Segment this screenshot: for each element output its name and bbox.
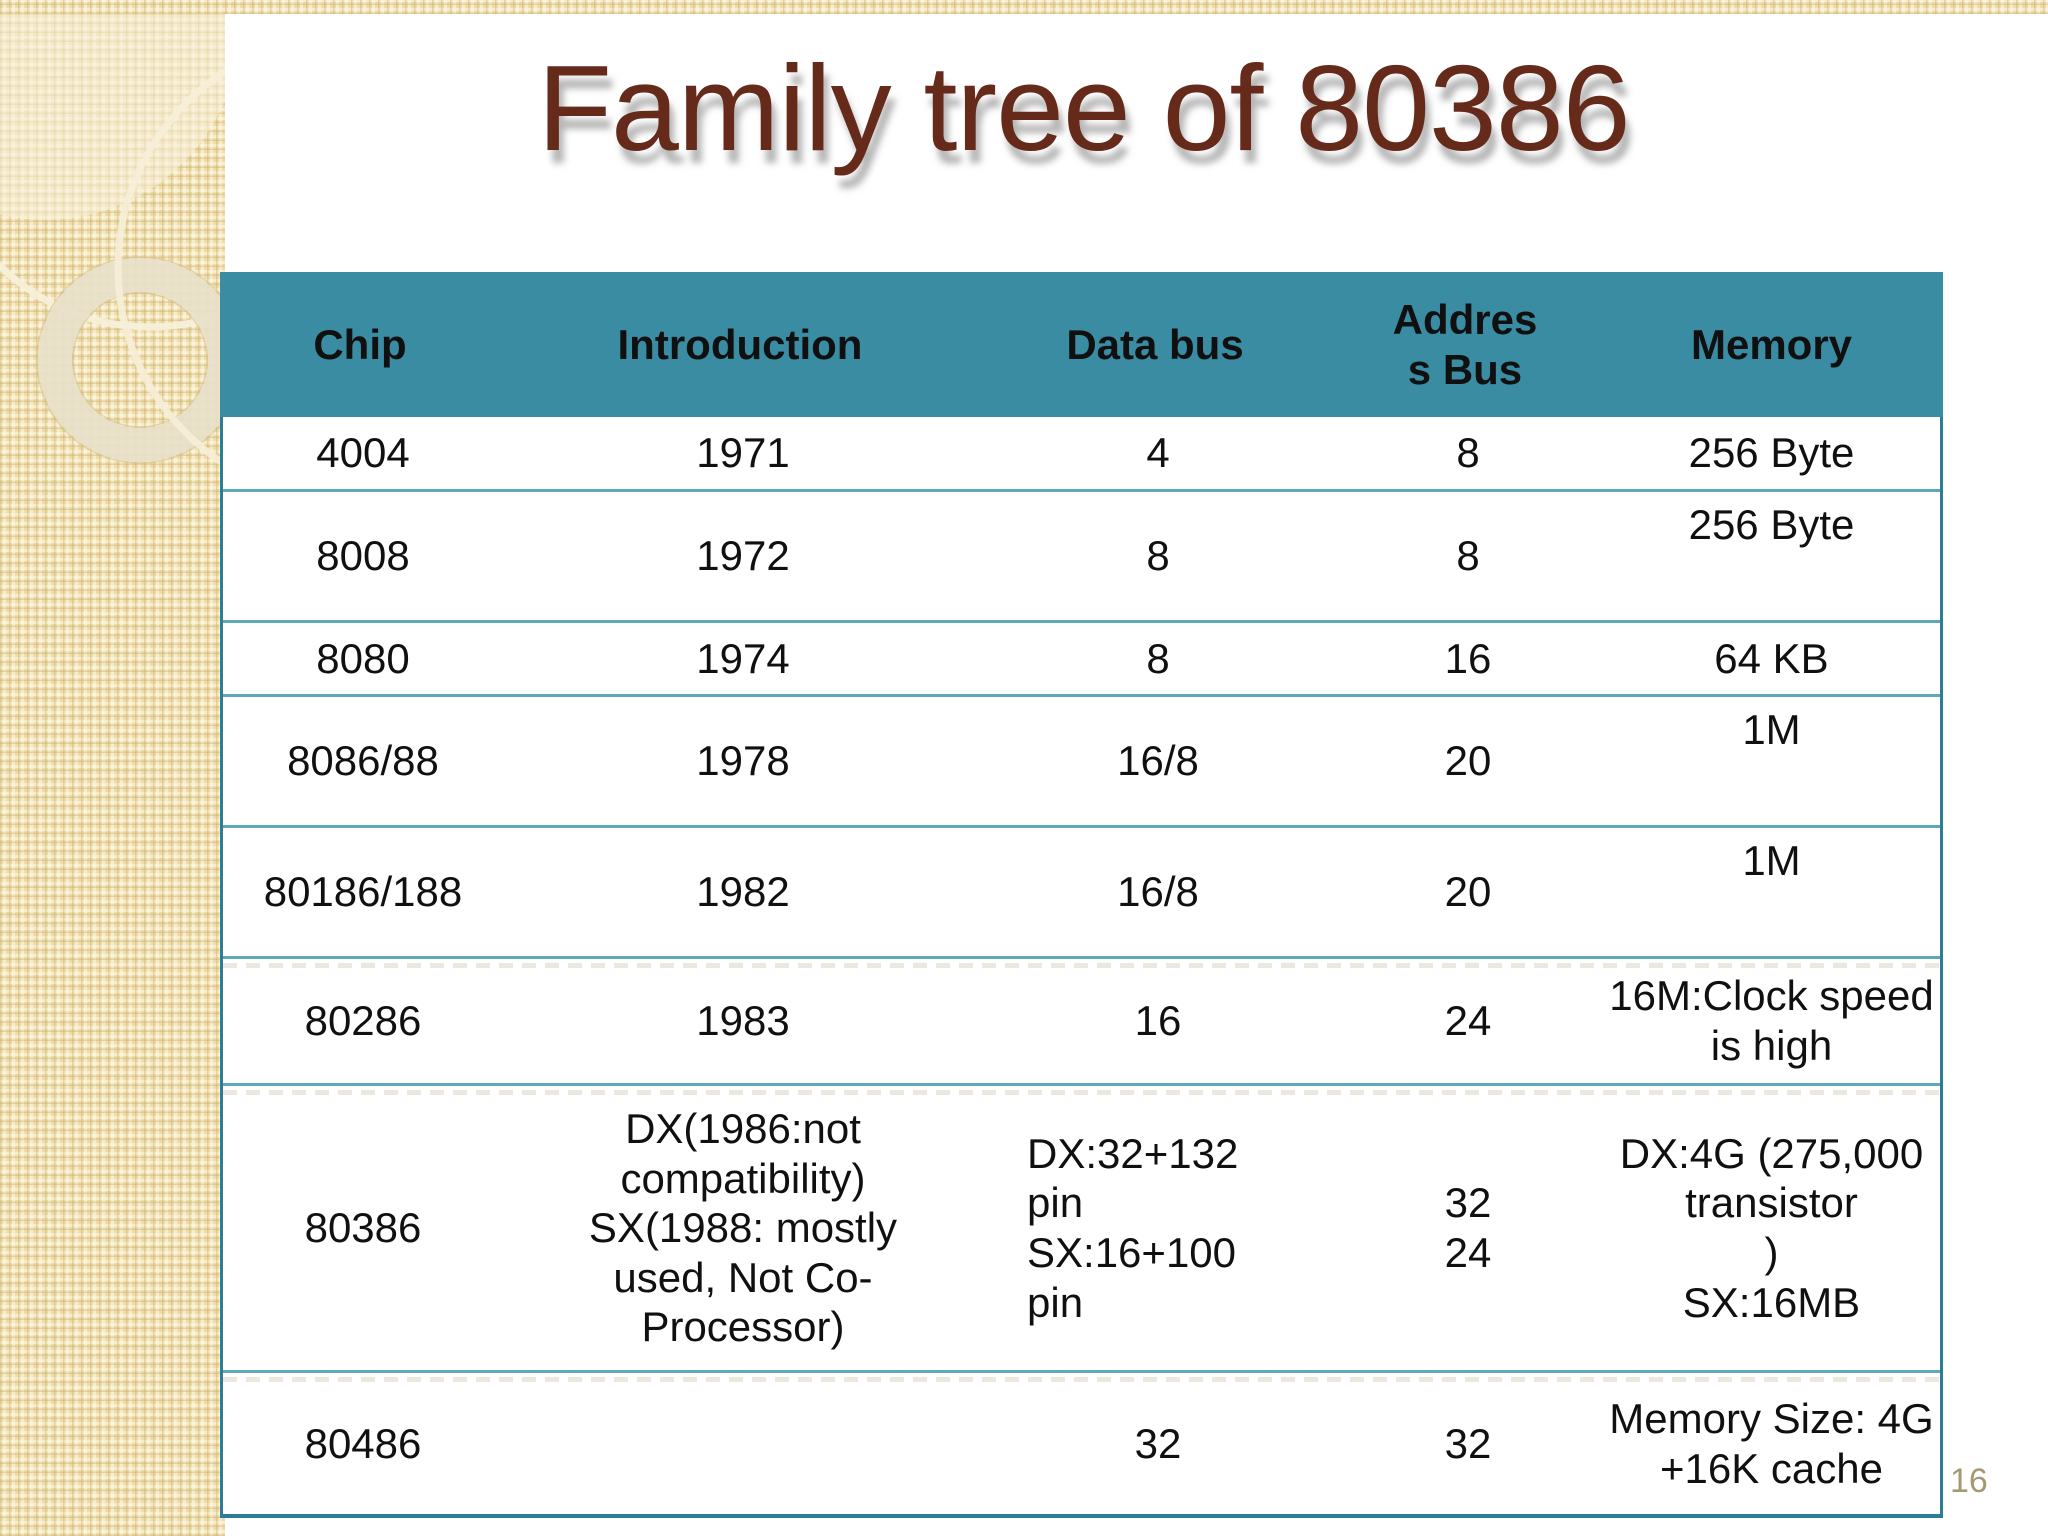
- table-row-8080: 8080 1974 8 16 64 KB: [223, 620, 1940, 694]
- table-row-80486: 80486 32 32 Memory Size: 4G +16K cache: [223, 1370, 1940, 1514]
- column-header-memory: Memory: [1690, 320, 1853, 368]
- page-number: 16: [1950, 1462, 1988, 1500]
- cell-introduction: [503, 1373, 983, 1514]
- cell-address-bus: 20: [1444, 868, 1492, 916]
- column-header-chip: Chip: [313, 320, 407, 368]
- cell-chip: 8080: [316, 634, 410, 682]
- cell-data-bus: 8: [1146, 532, 1170, 580]
- cell-address-bus: 8: [1456, 429, 1480, 477]
- table-body: 4004 1971 4 8 256 Byte 8008 1972 8 8 256…: [220, 417, 1943, 1518]
- column-header-introduction: Introduction: [617, 320, 863, 368]
- column-header-address-bus: Addres s Bus: [1392, 295, 1538, 393]
- table-row-8086-88: 8086/88 1978 16/8 20 1M: [223, 694, 1940, 825]
- top-border-strip: [0, 0, 2048, 14]
- table-row-4004: 4004 1971 4 8 256 Byte: [223, 417, 1940, 489]
- table-row-80286: 80286 1983 16 24 16M:Clock speed is high: [223, 956, 1940, 1083]
- cell-memory: Memory Size: 4G +16K cache: [1609, 1394, 1934, 1492]
- cell-address-bus: 16: [1444, 634, 1492, 682]
- cell-address-bus: 24: [1444, 997, 1492, 1045]
- cell-introduction: 1972: [696, 532, 790, 580]
- cell-data-bus: 16/8: [1117, 868, 1199, 916]
- cell-data-bus: 16: [1134, 997, 1182, 1045]
- cell-memory: 1M: [1742, 837, 1801, 884]
- cell-introduction: 1978: [696, 737, 790, 785]
- table-header-row: Chip Introduction Data bus Addres s Bus …: [220, 272, 1943, 417]
- cell-memory: 256 Byte: [1688, 501, 1855, 548]
- cell-chip: 4004: [316, 429, 410, 477]
- chip-family-table: Chip Introduction Data bus Addres s Bus …: [220, 272, 1943, 1518]
- cell-memory: 256 Byte: [1688, 429, 1855, 477]
- cell-data-bus: 32: [1134, 1419, 1182, 1467]
- circles-decoration: [0, 0, 225, 469]
- cell-data-bus: 8: [1146, 634, 1170, 682]
- table-row-8008: 8008 1972 8 8 256 Byte: [223, 489, 1940, 620]
- slide-title: Family tree of 80386: [537, 40, 1630, 176]
- cell-chip: 80386: [304, 1204, 422, 1252]
- cell-introduction: 1982: [696, 868, 790, 916]
- cell-introduction: DX(1986:not compatibility) SX(1988: most…: [588, 1105, 898, 1351]
- cell-data-bus: 4: [1146, 429, 1170, 477]
- cell-introduction: 1971: [696, 429, 790, 477]
- sidebar-decoration: [0, 0, 225, 1536]
- cell-chip: 80486: [304, 1419, 422, 1467]
- cell-chip: 8008: [316, 532, 410, 580]
- cell-address-bus: 20: [1444, 737, 1492, 785]
- cell-data-bus: 16/8: [1117, 737, 1199, 785]
- cell-address-bus: 32: [1444, 1419, 1492, 1467]
- cell-introduction: 1983: [696, 997, 790, 1045]
- cell-memory: DX:4G (275,000 transistor ) SX:16MB: [1619, 1129, 1924, 1326]
- cell-chip: 8086/88: [287, 737, 439, 785]
- cell-memory: 1M: [1742, 706, 1801, 753]
- cell-memory: 16M:Clock speed is high: [1609, 972, 1934, 1069]
- table-row-80386: 80386 DX(1986:not compatibility) SX(1988…: [223, 1083, 1940, 1370]
- table-row-80186-188: 80186/188 1982 16/8 20 1M: [223, 825, 1940, 956]
- cell-address-bus: 32 24: [1444, 1179, 1492, 1276]
- cell-memory: 64 KB: [1714, 634, 1829, 682]
- cell-data-bus: DX:32+132 pin SX:16+100 pin: [1027, 1129, 1239, 1326]
- column-header-data-bus: Data bus: [1066, 320, 1244, 368]
- cell-address-bus: 8: [1456, 532, 1480, 580]
- cell-chip: 80186/188: [263, 868, 463, 916]
- cell-introduction: 1974: [696, 634, 790, 682]
- cell-chip: 80286: [304, 997, 422, 1045]
